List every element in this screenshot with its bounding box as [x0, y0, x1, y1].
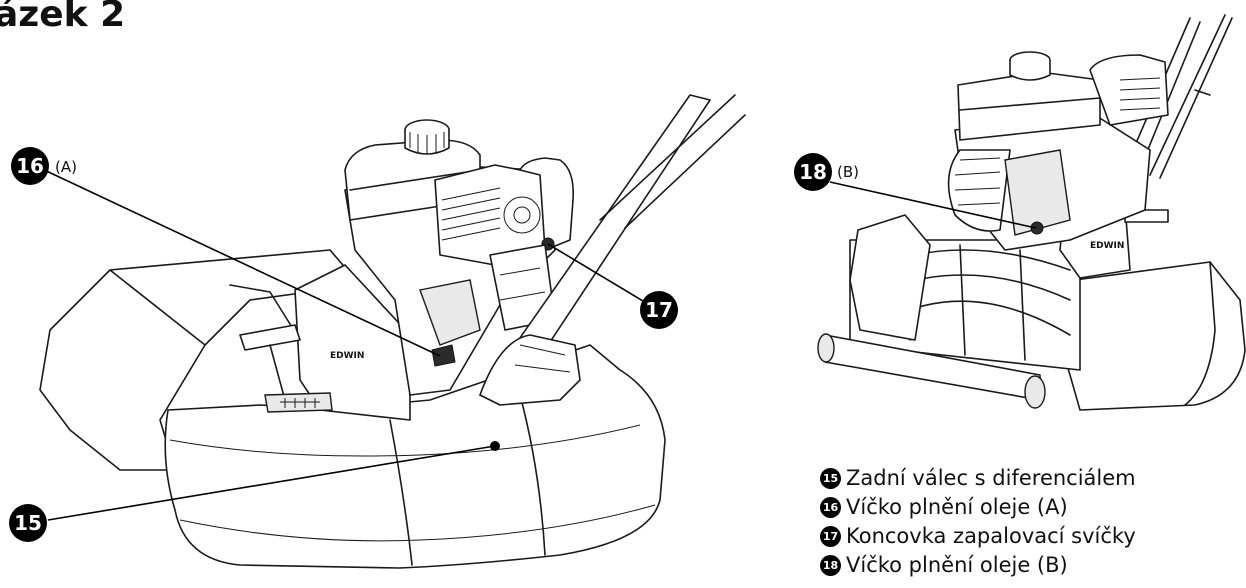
brand-logo-left: EDWIN [330, 351, 364, 361]
legend-text: Zadní válec s diferenciálem [846, 466, 1136, 490]
legend-item: 17 Koncovka zapalovací svíčky [820, 522, 1136, 551]
legend-text: Koncovka zapalovací svíčky [846, 524, 1136, 548]
callout-number-15: 15 [14, 511, 42, 535]
legend-number: 16 [820, 497, 841, 518]
legend-item: 18 Víčko plnění oleje (B) [820, 551, 1136, 580]
callout-badge-18: 18 [794, 153, 832, 191]
callout-line-17 [547, 243, 649, 305]
callout-number-16: 16 [16, 154, 44, 178]
callout-label-a: (A) [55, 158, 77, 176]
callout-badge-15: 15 [9, 504, 47, 542]
legend-number: 17 [820, 526, 841, 547]
callout-number-18: 18 [799, 160, 827, 184]
parts-legend: 15 Zadní válec s diferenciálem 16 Víčko … [820, 464, 1136, 580]
legend-item: 15 Zadní válec s diferenciálem [820, 464, 1136, 493]
right-mower-illustration: EDWIN [817, 14, 1246, 411]
callout-badge-16: 16 [11, 147, 49, 185]
left-mower-illustration: EDWIN [39, 94, 746, 569]
legend-number: 18 [820, 555, 841, 576]
callout-number-17: 17 [645, 298, 673, 322]
brand-logo-right: EDWIN [1090, 241, 1124, 251]
roller-marker-dot [490, 441, 500, 451]
callout-label-b: (B) [837, 163, 859, 181]
callout-line-15 [47, 445, 496, 521]
legend-number: 15 [820, 468, 841, 489]
callout-line-18 [829, 181, 1037, 229]
legend-item: 16 Víčko plnění oleje (A) [820, 493, 1136, 522]
callout-badge-17: 17 [640, 291, 678, 329]
callout-line-16 [39, 167, 441, 357]
legend-text: Víčko plnění oleje (A) [846, 495, 1068, 519]
figure-title: ázek 2 [0, 0, 126, 35]
legend-text: Víčko plnění oleje (B) [846, 553, 1068, 577]
